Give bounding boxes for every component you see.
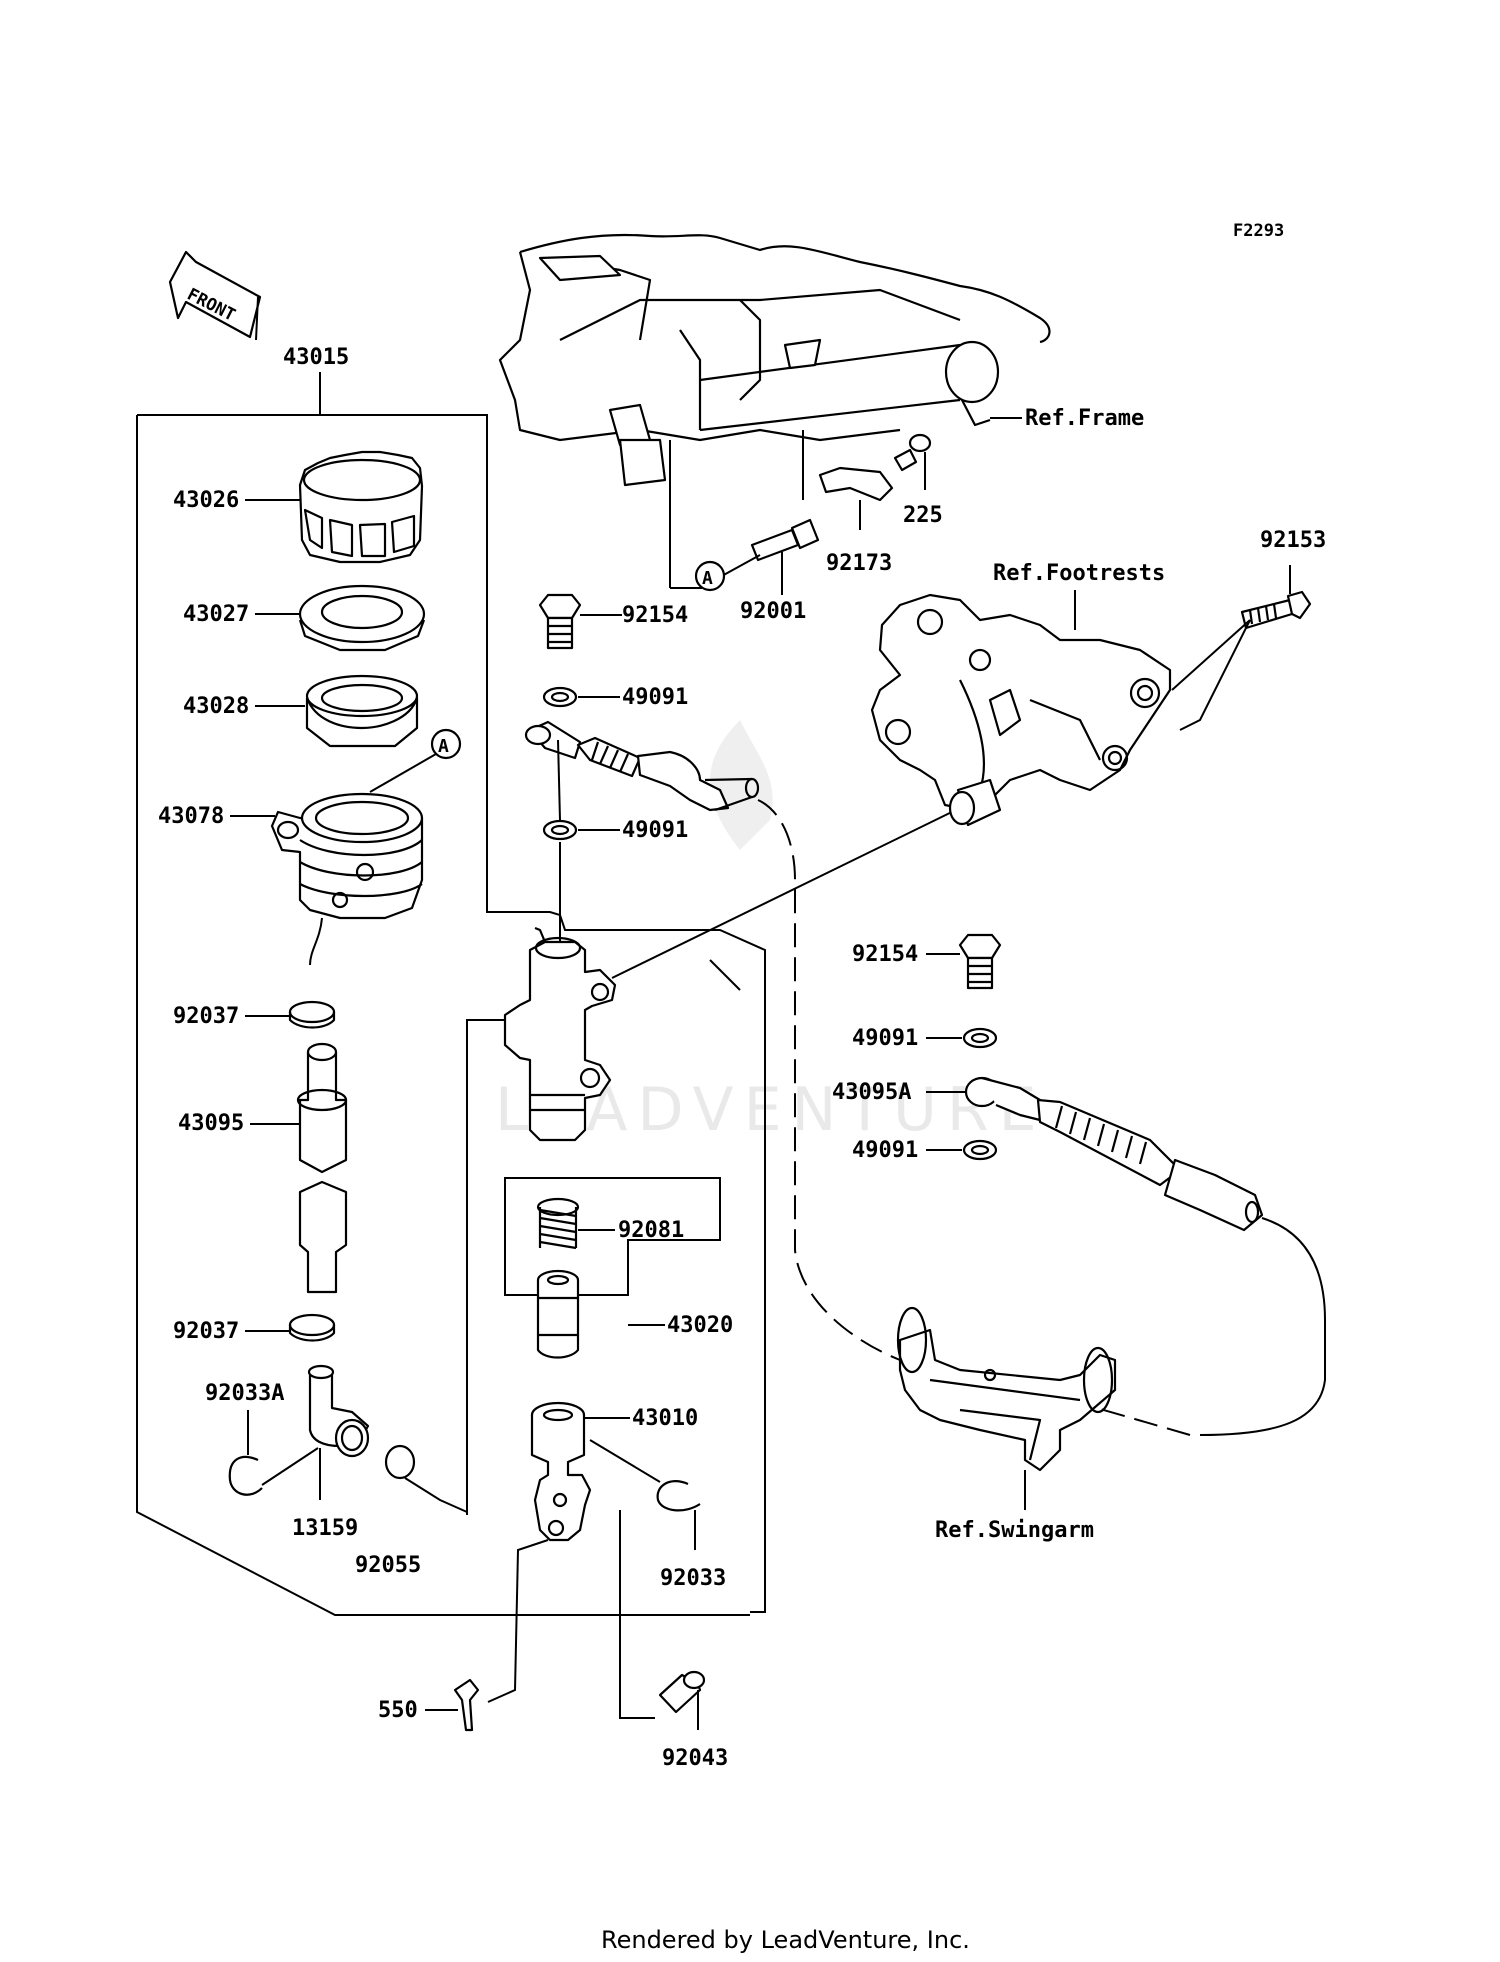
part-43015-label: 43015 xyxy=(283,345,349,370)
washer-d-icon xyxy=(962,1139,998,1161)
piston-icon xyxy=(536,1269,580,1359)
callout-a-kit xyxy=(430,728,462,760)
part-92033-label: 92033 xyxy=(660,1566,726,1591)
ref-swingarm-label: Ref.Swingarm xyxy=(935,1518,1094,1543)
part-43027-label: 43027 xyxy=(183,602,249,627)
callout-a-kit-label: A xyxy=(438,736,449,757)
bracket-icon xyxy=(818,466,894,502)
washer-a-icon xyxy=(542,686,578,708)
banjo-bolt-icon xyxy=(538,593,582,650)
brake-hose-icon xyxy=(524,720,760,812)
clevis-pin-icon xyxy=(658,1670,706,1714)
part-49091-b-label: 49091 xyxy=(622,818,688,843)
washer-c-icon xyxy=(962,1027,998,1049)
hose-icon xyxy=(296,1042,348,1294)
elbow-fitting-icon xyxy=(307,1364,370,1458)
part-92153-label: 92153 xyxy=(1260,528,1326,553)
footrest-group: Ref.Footrests 92153 xyxy=(870,528,1326,827)
cotter-pin-icon xyxy=(453,1678,480,1732)
front-arrow-icon: FRONT xyxy=(168,250,262,341)
washer-b-icon xyxy=(542,819,578,841)
part-43095A-label: 43095A xyxy=(832,1080,911,1105)
part-49091-a-label: 49091 xyxy=(622,685,688,710)
banjo-bolt-b-icon xyxy=(958,933,1002,990)
part-92033A-label: 92033A xyxy=(205,1381,284,1406)
frame-section: Ref.Frame 225 92173 A 92001 xyxy=(498,233,1144,624)
part-92037-b-label: 92037 xyxy=(173,1319,239,1344)
diagram-code: F2293 xyxy=(1233,221,1284,241)
part-92055-label: 92055 xyxy=(355,1553,421,1578)
part-92001-label: 92001 xyxy=(740,599,806,624)
part-92173-label: 92173 xyxy=(826,551,892,576)
footer-credit: Rendered by LeadVenture, Inc. xyxy=(601,1926,970,1954)
master-cylinder-body-icon xyxy=(503,926,617,1142)
ref-footrests-label: Ref.Footrests xyxy=(993,561,1165,586)
callout-a-frame-label: A xyxy=(702,568,713,589)
part-550-label: 550 xyxy=(378,1698,418,1723)
part-49091-d-label: 49091 xyxy=(852,1138,918,1163)
reservoir-icon xyxy=(270,792,424,920)
part-43010-label: 43010 xyxy=(632,1406,698,1431)
hose-fitting-b-icon xyxy=(964,1076,1264,1232)
clamp-bottom-icon xyxy=(288,1313,336,1342)
part-49091-c-label: 49091 xyxy=(852,1026,918,1051)
swingarm-group: Ref.Swingarm xyxy=(896,1306,1117,1543)
spring-icon xyxy=(536,1197,580,1250)
callout-a-frame xyxy=(694,560,726,592)
bolt-225-icon xyxy=(893,448,918,472)
part-92081-label: 92081 xyxy=(618,1218,684,1243)
master-cylinder-group: 92154 49091 49091 xyxy=(378,593,961,1771)
circlip-92033A-icon xyxy=(228,1455,263,1496)
part-225-label: 225 xyxy=(903,503,943,528)
kit-43015-group: 43015 43026 43027 43028 xyxy=(136,345,766,1616)
clamp-top-icon xyxy=(288,1000,336,1029)
part-43020-label: 43020 xyxy=(667,1313,733,1338)
part-43078-label: 43078 xyxy=(158,804,224,829)
plate-icon xyxy=(305,674,419,748)
o-ring-icon xyxy=(384,1444,416,1480)
diaphragm-icon xyxy=(298,584,426,652)
bolt-92153-icon xyxy=(1240,590,1312,630)
hose-guide-icon xyxy=(896,1306,1117,1472)
part-43095-label: 43095 xyxy=(178,1111,244,1136)
circlip-92033-icon xyxy=(656,1480,701,1512)
part-13159-label: 13159 xyxy=(292,1516,358,1541)
part-43026-label: 43026 xyxy=(173,488,239,513)
ref-frame-label: Ref.Frame xyxy=(1025,406,1144,431)
part-92154-b-label: 92154 xyxy=(852,942,918,967)
reservoir-cap-icon xyxy=(298,450,424,564)
frame-tube-icon xyxy=(944,340,1000,404)
part-92043-label: 92043 xyxy=(662,1746,728,1771)
right-hose-group: 92154 49091 43095A 49091 xyxy=(832,933,1326,1436)
footrest-bracket-icon xyxy=(870,593,1172,827)
part-92154-a-label: 92154 xyxy=(622,603,688,628)
part-92037-a-label: 92037 xyxy=(173,1004,239,1029)
push-rod-icon xyxy=(530,1401,592,1542)
part-43028-label: 43028 xyxy=(183,694,249,719)
frame-bracket-icon xyxy=(618,438,667,487)
